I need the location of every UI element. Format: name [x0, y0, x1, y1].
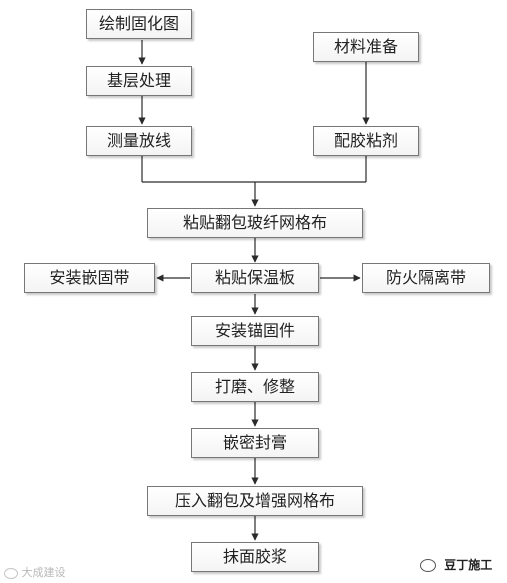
- node-press-mesh: 压入翻包及增强网格布: [147, 486, 363, 516]
- node-draw-fixing-plan: 绘制固化图: [86, 9, 192, 39]
- node-paste-mesh-wrap: 粘贴翻包玻纤网格布: [147, 208, 363, 238]
- node-mix-adhesive: 配胶粘剂: [313, 126, 419, 156]
- weibo-logo-icon: [4, 567, 18, 579]
- watermark-right: 豆丁施工: [420, 556, 492, 573]
- watermark-right-text: 豆丁施工: [444, 558, 493, 572]
- node-grind-trim: 打磨、修整: [191, 372, 319, 402]
- node-base-treatment: 基层处理: [86, 66, 192, 96]
- node-install-anchors: 安装锚固件: [191, 316, 319, 346]
- node-plaster-mortar: 抹面胶浆: [191, 542, 319, 572]
- node-measure-lines: 测量放线: [86, 126, 192, 156]
- node-install-embedded-strip: 安装嵌固带: [24, 263, 155, 293]
- watermark-left-text: 大成建设: [21, 566, 66, 579]
- wechat-logo-icon: [420, 559, 436, 572]
- node-paste-insulation: 粘贴保温板: [191, 263, 319, 293]
- node-fire-barrier: 防火隔离带: [362, 263, 490, 293]
- watermark-left: 大成建设: [4, 564, 66, 580]
- node-material-prep: 材料准备: [313, 32, 419, 62]
- node-caulk-seal: 嵌密封膏: [191, 428, 319, 458]
